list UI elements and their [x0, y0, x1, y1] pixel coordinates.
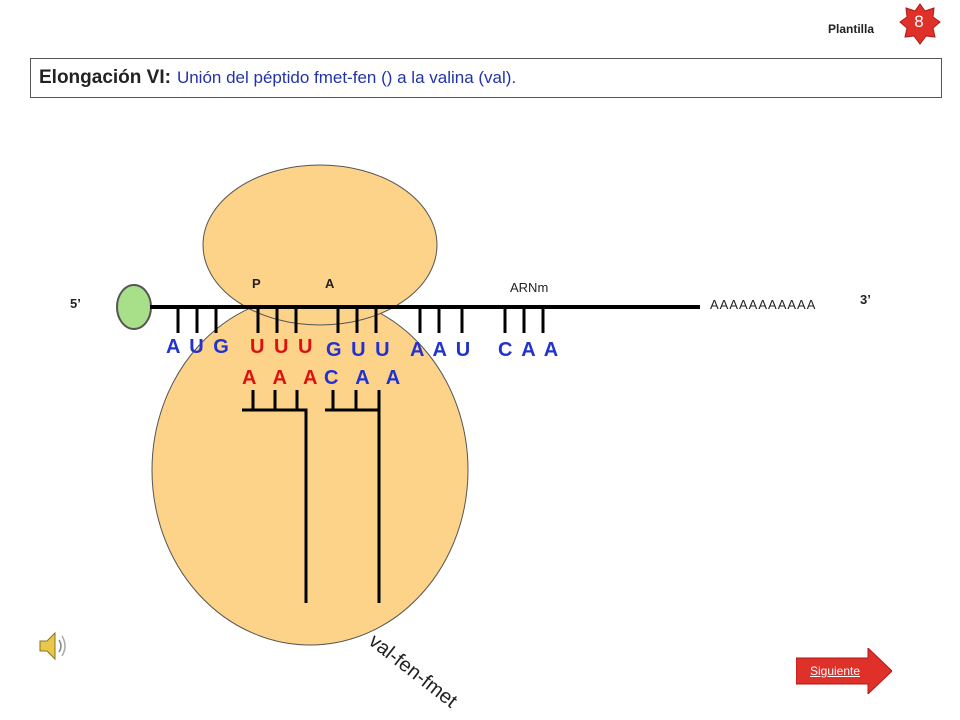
codon-3: G U U: [326, 339, 392, 361]
codon-2: U U U: [250, 336, 315, 358]
codon-4: A A U: [410, 339, 473, 361]
speaker-icon[interactable]: [36, 628, 72, 664]
codon-5: C A A: [498, 339, 561, 361]
p-site-label: P: [252, 276, 261, 291]
ribosome-small-subunit: [202, 164, 438, 326]
next-button[interactable]: Siguiente: [796, 648, 892, 694]
trna-a-site: [325, 390, 381, 603]
codon-1: A U G: [166, 336, 231, 358]
title-heading: Elongación VI:: [39, 67, 171, 88]
mrna-label: ARNm: [510, 280, 549, 295]
title-subtitle: Unión del péptido fmet-fen () a la valin…: [176, 68, 517, 87]
anticodon-a-site: C A A: [324, 367, 407, 389]
star-badge-icon: [899, 3, 941, 45]
next-arrow-shape: [796, 648, 892, 694]
next-button-label: Siguiente: [809, 664, 861, 678]
a-site-label: A: [325, 276, 335, 291]
slide-number-badge: 8: [914, 12, 924, 31]
three-prime-label: 3’: [860, 292, 871, 307]
mrna-cap: [116, 284, 152, 330]
anticodon-p-site: A A A: [242, 367, 324, 389]
title-banner: Elongación VI: Unión del péptido fmet-fe…: [30, 58, 942, 98]
codon-ticks: [176, 307, 545, 333]
trna-p-site: [242, 390, 308, 603]
template-label: Plantilla: [828, 22, 875, 36]
poly-a-tail: AAAAAAAAAAA: [710, 297, 817, 312]
five-prime-label: 5’: [70, 296, 81, 311]
